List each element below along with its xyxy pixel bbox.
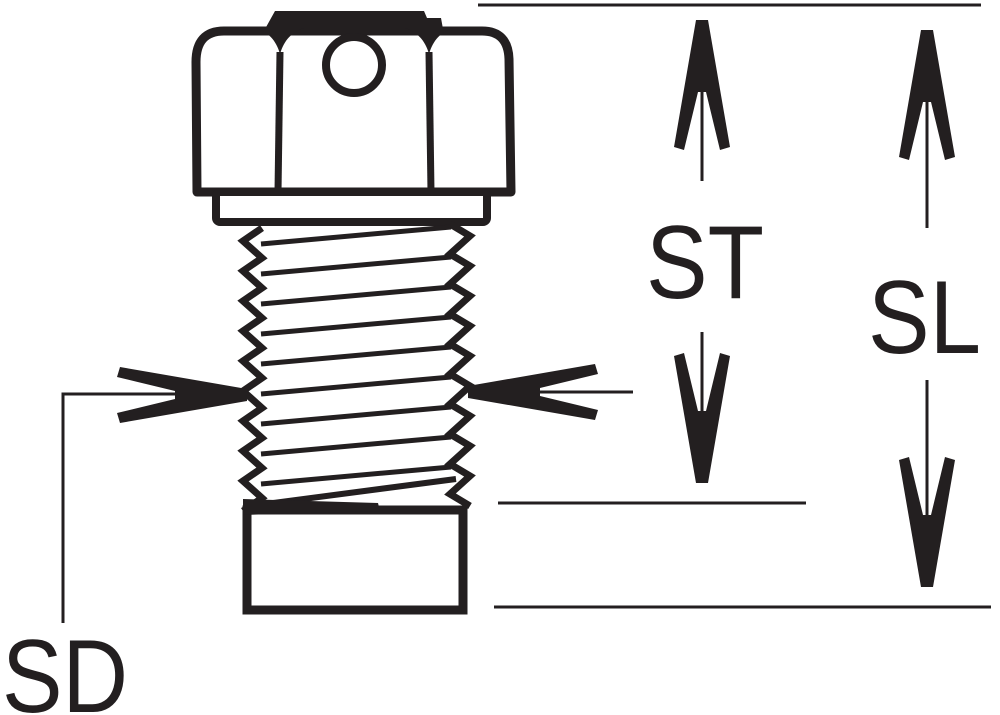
thread-crest-lines	[260, 224, 452, 487]
screw-diameter-label: SD	[2, 619, 128, 715]
head-facet-notch-left	[256, 28, 304, 54]
unthreaded-pilot-tip	[242, 505, 468, 615]
sd-right-arrow-icon	[468, 364, 598, 420]
bolt-head-cap	[265, 11, 443, 29]
thread-edge-right	[444, 220, 476, 510]
safety-wire-hole	[322, 33, 386, 97]
sd-leader-line	[61, 392, 178, 623]
threaded-shank	[237, 220, 476, 514]
screw-length-label: SL	[868, 260, 981, 376]
head-facet-notch-right	[405, 28, 453, 54]
dimension-graphics: ST SL SD	[2, 3, 991, 715]
sd-dimension: SD	[2, 364, 633, 715]
thread-runout-wedge	[243, 499, 380, 515]
head-facet-line-left	[274, 51, 284, 193]
st-down-arrow-icon	[674, 353, 730, 483]
sl-down-arrow-icon	[899, 457, 955, 587]
washer-flange	[212, 188, 491, 226]
st-dimension: ST	[646, 20, 764, 483]
st-up-arrow-icon	[674, 20, 730, 150]
bolt-drawing	[191, 11, 516, 615]
sd-left-arrow-icon	[117, 367, 247, 423]
thread-edge-left	[237, 225, 268, 514]
thread-length-label: ST	[646, 205, 764, 321]
head-facet-line-right	[425, 51, 435, 193]
sl-dimension: SL	[868, 30, 981, 587]
sl-up-arrow-icon	[899, 30, 955, 160]
